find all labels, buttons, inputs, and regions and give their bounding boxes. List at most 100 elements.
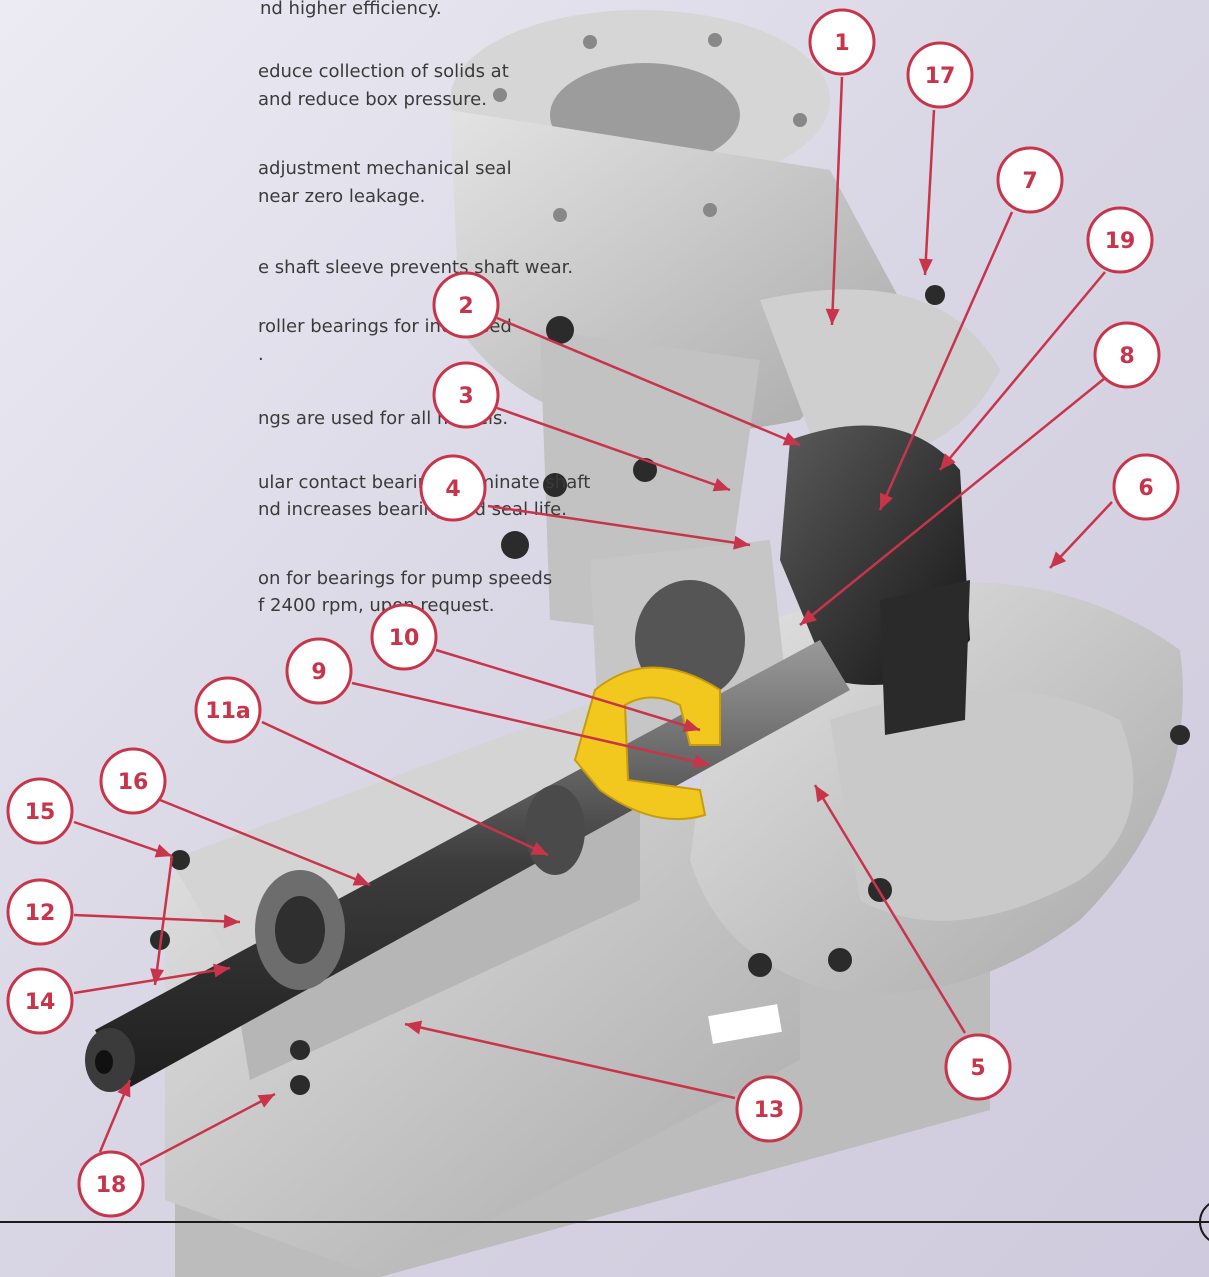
feature-text-12: on for bearings for pump speeds <box>258 568 553 589</box>
callout-4-arrowhead <box>733 535 750 550</box>
callout-8: 8 <box>1093 321 1161 389</box>
callout-18-arrowhead-2 <box>257 1094 275 1108</box>
callout-4-circle <box>419 454 487 522</box>
callout-11a-label: 11a <box>205 699 250 724</box>
callout-8-arrowhead <box>800 609 817 625</box>
callout-6-label: 6 <box>1138 476 1153 501</box>
callout-5: 5 <box>944 1033 1012 1101</box>
callout-9: 9 <box>285 637 353 705</box>
callout-18-leader-2 <box>139 1092 276 1167</box>
callout-15-arrowhead <box>154 844 172 858</box>
callout-10-leader <box>435 648 701 732</box>
feature-text-2: educe collection of solids at <box>258 61 509 82</box>
feature-text-3: and reduce box pressure. <box>258 89 487 110</box>
callout-15-leader <box>73 820 173 858</box>
callout-1-circle <box>808 8 876 76</box>
callout-11a-circle <box>194 676 262 744</box>
callout-1: 1 <box>808 8 876 76</box>
callout-16-arrowhead <box>352 872 370 886</box>
feature-text-11: nd increases bearing and seal life. <box>258 499 567 520</box>
callout-13: 13 <box>735 1075 803 1143</box>
callout-10: 10 <box>370 603 438 671</box>
callout-18-arrowhead <box>117 1080 131 1098</box>
callout-5-leader <box>813 784 967 1034</box>
callout-15-circle <box>6 777 74 845</box>
callout-19-label: 19 <box>1105 229 1136 254</box>
callout-17-circle <box>906 41 974 109</box>
callout-12-arrowhead <box>223 914 240 929</box>
callout-10-label: 10 <box>389 626 420 651</box>
callout-8-circle <box>1093 321 1161 389</box>
callout-14-circle <box>6 967 74 1035</box>
callout-18: 18 <box>77 1150 145 1218</box>
callout-6-circle <box>1112 453 1180 521</box>
callout-9-label: 9 <box>311 660 326 685</box>
callout-14: 14 <box>6 967 74 1035</box>
feature-text-8: . <box>258 344 264 365</box>
callout-9-circle <box>285 637 353 705</box>
callout-15-arrowhead-2 <box>150 968 165 985</box>
feature-text-4: adjustment mechanical seal <box>258 158 512 179</box>
callout-11a: 11a <box>194 676 262 744</box>
callout-1-label: 1 <box>834 31 849 56</box>
callout-16-label: 16 <box>118 770 149 795</box>
callout-14-arrowhead <box>213 963 230 978</box>
callout-18-label: 18 <box>96 1173 127 1198</box>
callout-14-label: 14 <box>25 990 56 1015</box>
callout-3-arrowhead <box>712 478 730 492</box>
callout-16-circle <box>99 747 167 815</box>
callout-17: 17 <box>906 41 974 109</box>
callout-12-leader <box>73 913 241 924</box>
callout-15-leader-2 <box>153 855 174 986</box>
callout-8-label: 8 <box>1119 344 1134 369</box>
callout-2-leader <box>496 316 801 447</box>
callout-7: 7 <box>996 146 1064 214</box>
callout-13-label: 13 <box>754 1098 785 1123</box>
callout-19-arrowhead <box>940 453 956 470</box>
callout-8-leader <box>799 377 1106 626</box>
callout-5-arrowhead <box>815 785 830 803</box>
callout-5-label: 5 <box>970 1056 985 1081</box>
callout-1-leader <box>830 76 844 326</box>
callout-12-label: 12 <box>25 901 56 926</box>
callout-13-leader <box>404 1022 736 1100</box>
callout-11a-leader <box>261 720 549 857</box>
callout-5-circle <box>944 1033 1012 1101</box>
callout-15-label: 15 <box>25 800 56 825</box>
callout-7-circle <box>996 146 1064 214</box>
feature-text-1: nd higher efficiency. <box>260 0 442 19</box>
callout-3-label: 3 <box>458 384 473 409</box>
feature-text-13: f 2400 rpm, upon request. <box>258 595 495 616</box>
callout-6-arrowhead <box>1050 551 1067 568</box>
callout-18-circle <box>77 1150 145 1218</box>
callout-7-leader <box>878 211 1014 511</box>
callout-4-leader <box>487 504 751 547</box>
callout-7-label: 7 <box>1022 169 1037 194</box>
callout-6: 6 <box>1112 453 1180 521</box>
callout-10-arrowhead <box>682 718 700 733</box>
callout-12: 12 <box>6 878 74 946</box>
callout-17-arrowhead <box>918 258 933 275</box>
callout-13-arrowhead <box>405 1020 423 1035</box>
callout-4: 4 <box>419 454 487 522</box>
callout-7-arrowhead <box>880 492 893 510</box>
callout-19-circle <box>1086 206 1154 274</box>
callout-19: 19 <box>1086 206 1154 274</box>
callout-2-circle <box>432 271 500 339</box>
callout-12-circle <box>6 878 74 946</box>
callout-13-circle <box>735 1075 803 1143</box>
callout-1-arrowhead <box>825 308 840 325</box>
callout-2-label: 2 <box>458 294 473 319</box>
callout-15: 15 <box>6 777 74 845</box>
callout-2-arrowhead <box>782 432 800 446</box>
feature-text-5: near zero leakage. <box>258 186 426 207</box>
callout-9-leader <box>351 681 711 767</box>
callout-14-leader <box>73 966 231 995</box>
callout-4-label: 4 <box>445 477 460 502</box>
callout-3-leader <box>496 406 731 492</box>
callout-10-circle <box>370 603 438 671</box>
callout-17-label: 17 <box>925 64 956 89</box>
callout-11a-arrowhead <box>530 841 548 855</box>
callout-3: 3 <box>432 361 500 429</box>
